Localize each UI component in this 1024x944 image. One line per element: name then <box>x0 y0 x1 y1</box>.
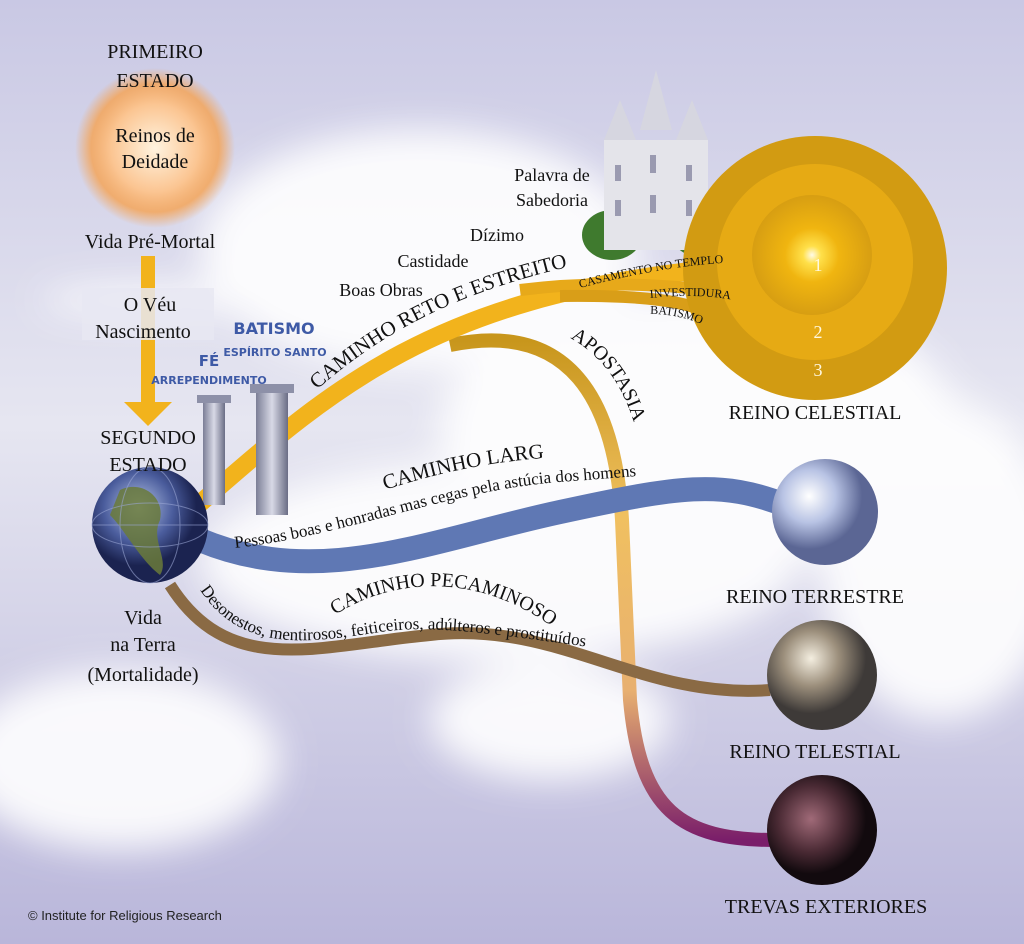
celestial-label: REINO CELESTIAL <box>729 402 902 424</box>
kingdoms-of-deity-label: Reinos de <box>115 125 195 147</box>
broad-path <box>195 477 790 574</box>
repentance-label: ARREPENDIMENTO <box>151 374 267 387</box>
premortal-life-label: Vida Pré-Mortal <box>85 231 216 253</box>
terrestrial-sphere <box>772 459 878 565</box>
pillars <box>197 384 294 515</box>
word-of-wisdom-label: Sabedoria <box>516 190 588 210</box>
chastity-label: Castidade <box>398 251 469 271</box>
degree-3-label: 3 <box>814 360 823 380</box>
sinful-path <box>164 581 771 697</box>
premortal-title: PRIMEIRO <box>107 41 203 63</box>
premortal-sun <box>75 68 235 228</box>
outer-darkness-sphere <box>767 775 877 885</box>
mortal-title: ESTADO <box>109 454 186 476</box>
telestial-label: REINO TELESTIAL <box>729 741 900 763</box>
good-works-label: Boas Obras <box>339 280 423 300</box>
earth-life-label: na Terra <box>110 634 176 656</box>
premortal-title: ESTADO <box>116 70 193 92</box>
word-of-wisdom-label: Palavra de <box>514 165 589 185</box>
degree-2-label: 2 <box>814 322 823 342</box>
tithing-label: Dízimo <box>470 225 524 245</box>
copyright: © Institute for Religious Research <box>28 908 222 923</box>
kingdoms-of-deity-label: Deidade <box>122 151 189 173</box>
faith-label: FÉ <box>199 351 220 370</box>
terrestrial-label: REINO TERRESTRE <box>726 586 904 608</box>
earth-life-label: (Mortalidade) <box>87 664 198 686</box>
holy-ghost-label: ESPÍRITO SANTO <box>223 346 326 359</box>
degree-1-label: 1 <box>814 255 823 275</box>
earth-life-label: Vida <box>124 607 162 629</box>
arrow-head-icon <box>124 402 172 426</box>
outer-darkness-label: TREVAS EXTERIORES <box>725 896 927 918</box>
mortal-title: SEGUNDO <box>100 427 196 449</box>
baptism-label: BATISMO <box>233 319 314 338</box>
apostasy-path <box>448 333 776 847</box>
veil-label: O Véu <box>124 294 176 316</box>
birth-label: Nascimento <box>95 321 191 343</box>
telestial-sphere <box>767 620 877 730</box>
endowment-label: INVESTIDURA <box>649 285 732 302</box>
